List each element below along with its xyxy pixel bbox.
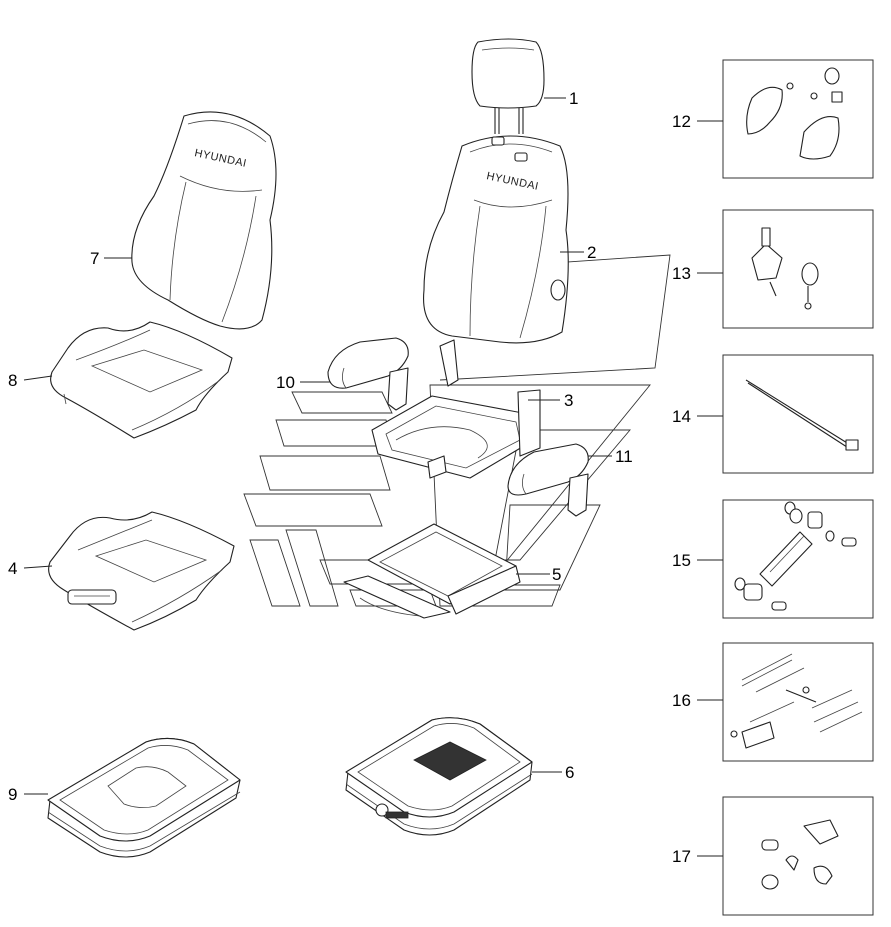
callout-14: 14 (672, 407, 691, 426)
part-2-backrest: HYUNDAI (423, 135, 569, 344)
callout-1: 1 (569, 89, 578, 108)
part-3-seat-frame (371, 339, 541, 479)
part-4-seat-cushion (48, 511, 235, 631)
callout-2: 2 (587, 243, 596, 262)
callout-9: 9 (8, 785, 17, 804)
callout-5: 5 (552, 565, 561, 584)
part-9-suspension-base (47, 737, 241, 858)
callout-7: 7 (90, 249, 99, 268)
callout-13: 13 (672, 264, 691, 283)
callout-16: 16 (672, 691, 691, 710)
part-1-headrest (471, 38, 545, 134)
callout-12: 12 (672, 112, 691, 131)
part-10-armrest-left (327, 337, 409, 411)
callout-8: 8 (8, 371, 17, 390)
leader-lines (23, 97, 723, 857)
part-6-suspension-base (345, 717, 533, 836)
callout-10: 10 (276, 373, 295, 392)
callout-6: 6 (565, 763, 574, 782)
kit-box-14 (722, 354, 874, 474)
callout-15: 15 (672, 551, 691, 570)
kit-box-12 (722, 59, 874, 179)
callout-11: 11 (615, 447, 633, 466)
kit-box-13 (722, 209, 874, 329)
part-5-slide-rails (343, 523, 521, 619)
kit-box-15 (722, 499, 874, 619)
callout-labels: 1 2 3 4 5 6 7 8 9 10 11 12 13 14 15 16 1… (8, 89, 691, 866)
part-8-seat-cushion (50, 321, 233, 439)
kit-box-16 (722, 642, 874, 762)
callout-3: 3 (564, 391, 573, 410)
kit-box-17 (722, 796, 874, 916)
callout-4: 4 (8, 559, 17, 578)
part-11-armrest-right (507, 443, 589, 517)
part-7-back-cushion: HYUNDAI (131, 111, 277, 330)
callout-17: 17 (672, 847, 691, 866)
